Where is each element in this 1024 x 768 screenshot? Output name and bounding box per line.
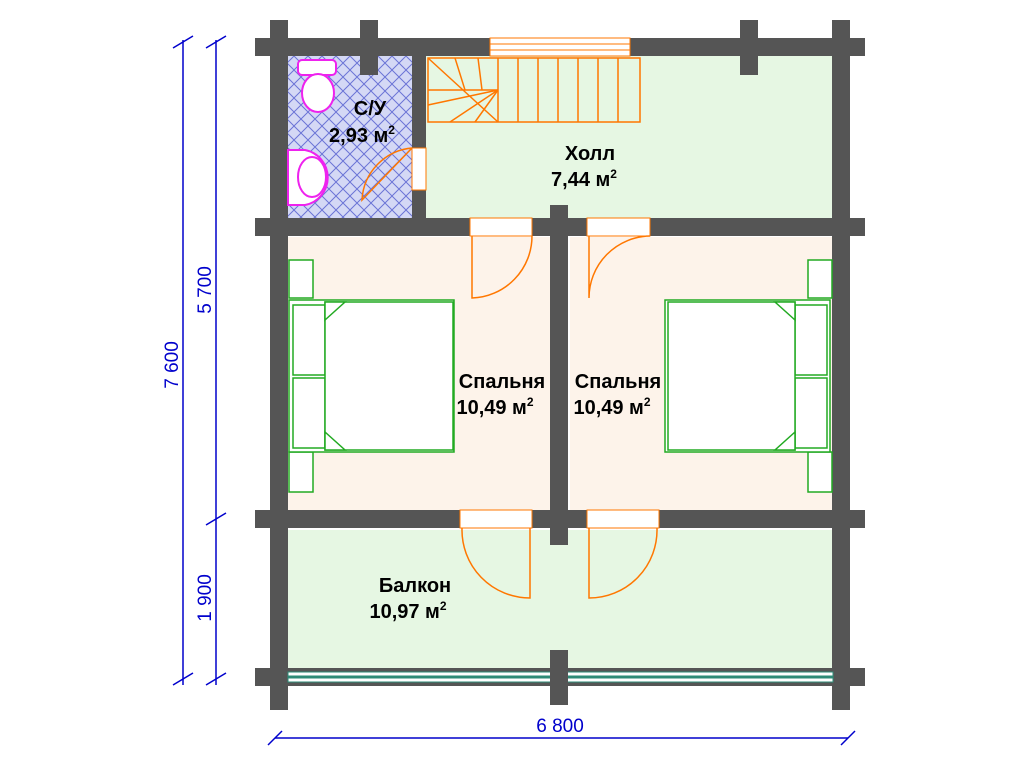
bed-left — [288, 259, 455, 493]
staircase — [427, 57, 641, 123]
dimension-lines — [172, 35, 856, 746]
bathroom-area: 2,93 м2 — [329, 123, 395, 147]
sink-icon — [287, 149, 329, 206]
hall-floor — [420, 55, 835, 220]
hall-name: Холл — [565, 143, 615, 165]
bedroom-left-area: 10,49 м2 — [456, 395, 533, 419]
dimension-total-width: 6 800 — [536, 716, 584, 737]
door-swings — [361, 147, 658, 599]
openings — [411, 37, 660, 529]
balcony-area: 10,97 м2 — [369, 599, 446, 623]
hall-area: 7,44 м2 — [551, 167, 617, 191]
dimension-total-height: 7 600 — [162, 341, 183, 389]
bedroom-right-area: 10,49 м2 — [573, 395, 650, 419]
bedroom-right-name: Спальня — [575, 371, 661, 393]
bed-right — [664, 259, 833, 493]
toilet-icon — [297, 59, 337, 113]
bedroom-left-name: Спальня — [459, 371, 545, 393]
balcony-railing — [287, 668, 834, 686]
balcony-name: Балкон — [379, 575, 451, 597]
bathroom-name: С/У — [354, 98, 387, 120]
dimension-upper-height: 5 700 — [195, 266, 216, 314]
dimension-lower-height: 1 900 — [195, 574, 216, 622]
balcony-floor — [288, 530, 833, 670]
